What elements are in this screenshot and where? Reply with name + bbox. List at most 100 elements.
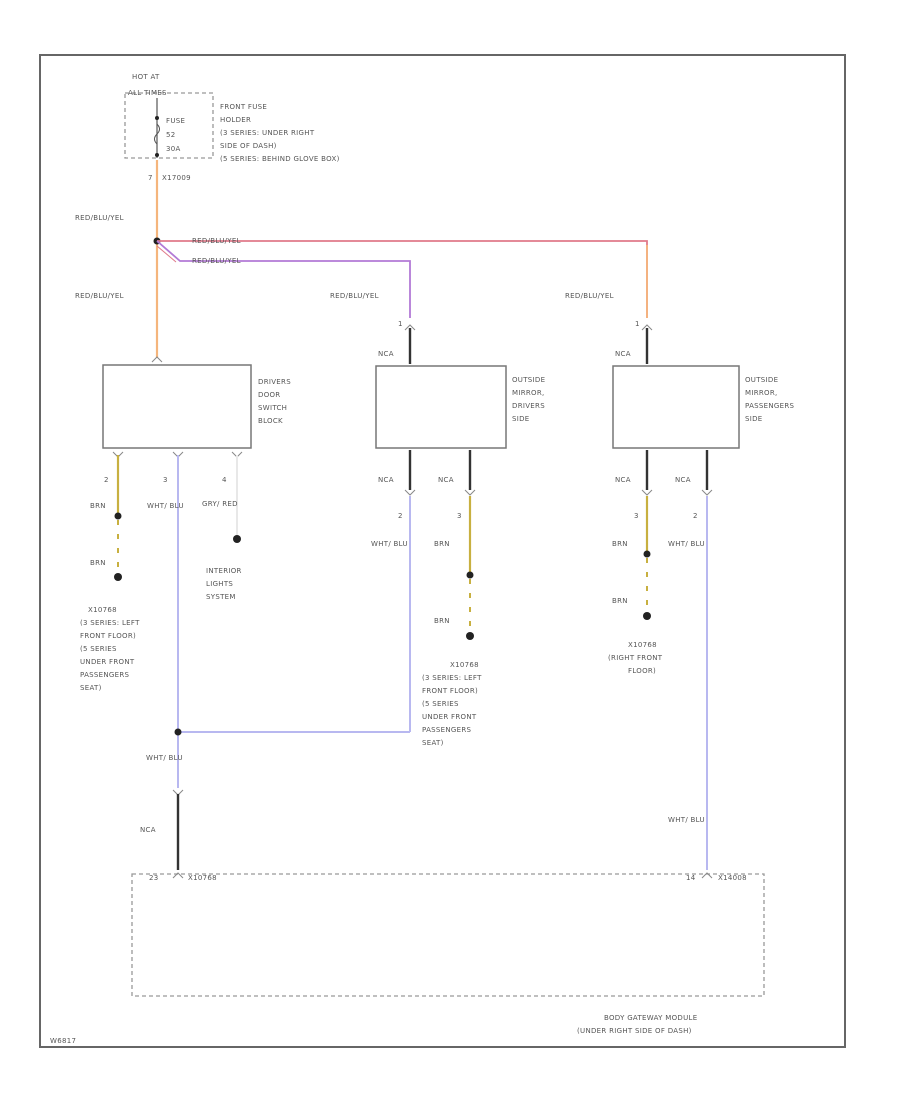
body-gateway-module: 23 X10768 14 X14008 BODY GATEWAY MODULE … — [131, 872, 765, 1035]
fuse-holder-outline — [124, 92, 214, 159]
feed-wire-driver-mirror — [156, 240, 411, 318]
fuse-connector-id: X17009 — [162, 174, 191, 182]
mirror-pass-brn-2: BRN — [612, 597, 628, 605]
ground-left-line-6: PASSENGERS — [80, 671, 130, 679]
mirror-pass-brn-1: BRN — [612, 540, 628, 548]
body-module-outline — [131, 873, 765, 997]
mirror-drv-label-4: SIDE — [512, 415, 530, 423]
door-switch-label-1: DRIVERS — [258, 378, 291, 386]
ground-middle: X10768 (3 SERIES: LEFT FRONT FLOOR) (5 S… — [422, 661, 482, 747]
feed-wires — [153, 160, 648, 358]
mirror-pass-label-3: PASSENGERS — [745, 402, 795, 410]
interior-lights-label-1: INTERIOR — [206, 567, 242, 575]
ground-mid-line-4: (5 SERIES — [422, 700, 459, 708]
ground-mid-line-3: FRONT FLOOR) — [422, 687, 478, 695]
ground-mid-line-5: UNDER FRONT — [422, 713, 477, 721]
door-pin-2: 2 — [104, 476, 109, 484]
mirror-drv-brn-1: BRN — [434, 540, 450, 548]
mirror-pass-left-nca: NCA — [615, 476, 631, 484]
ground-mid-line-1: X10768 — [450, 661, 479, 669]
fuse-all-times-label: ALL TIMES — [128, 89, 167, 97]
ground-right-line-2: (RIGHT FRONT — [608, 654, 663, 662]
mirror-drv-brn-2: BRN — [434, 617, 450, 625]
ground-left-line-3: FRONT FLOOR) — [80, 632, 136, 640]
ground-left-line-4: (5 SERIES — [80, 645, 117, 653]
ground-mid-line-6: PASSENGERS — [422, 726, 472, 734]
mirror-drv-label-3: DRIVERS — [512, 402, 545, 410]
fuse-hot-at-label: HOT AT — [132, 73, 160, 81]
fuse-word-label: FUSE — [166, 117, 185, 125]
mirror-drv-pin-2: 2 — [398, 512, 403, 520]
mirror-pass-pin-3: 3 — [634, 512, 639, 520]
mirror-drv-top-nca: NCA — [378, 350, 394, 358]
mirror-passenger-box — [612, 365, 740, 449]
ground-left-line-5: UNDER FRONT — [80, 658, 135, 666]
module-label-1: BODY GATEWAY MODULE — [604, 1014, 697, 1022]
ground-left-line-1: X10768 — [88, 606, 117, 614]
mirror-pass-label-4: SIDE — [745, 415, 763, 423]
mirror-driver-box — [375, 365, 507, 449]
ground-mid-line-7: SEAT) — [422, 739, 444, 747]
door-pin-3: 3 — [163, 476, 168, 484]
wht-blu-junction: WHT/ BLU NCA — [140, 728, 410, 870]
door-wire-brn-1: BRN — [90, 502, 106, 510]
mirror-pass-top-pin: 1 — [635, 320, 640, 328]
fuse-desc-line-5: (5 SERIES: BEHIND GLOVE BOX) — [220, 155, 340, 163]
ground-right-line-1: X10768 — [628, 641, 657, 649]
mirror-drv-label-2: MIRROR, — [512, 389, 545, 397]
mirror-drv-left-nca: NCA — [378, 476, 394, 484]
wire-label-feed-door: RED/BLU/YEL — [75, 292, 124, 300]
fuse-block: HOT AT ALL TIMES FUSE 52 30A FRONT FUSE … — [124, 73, 340, 182]
wire-label-feed-pass: RED/BLU/YEL — [192, 237, 241, 245]
fuse-connector-pin: 7 — [148, 174, 153, 182]
interior-lights-node — [233, 535, 241, 543]
mirror-drv-right-nca: NCA — [438, 476, 454, 484]
module-conn-right: X14008 — [718, 874, 747, 882]
mirror-pass-label-2: MIRROR, — [745, 389, 778, 397]
mirror-drv-label-1: OUTSIDE — [512, 376, 545, 384]
door-wire-wht-1: WHT/ BLU — [147, 502, 184, 510]
fuse-desc-line-4: SIDE OF DASH) — [220, 142, 277, 150]
ground-right-line-3: FLOOR) — [628, 667, 656, 675]
module-conn-left: X10768 — [188, 874, 217, 882]
diagram-frame — [39, 54, 846, 1048]
wire-label-mirror-drv-in: RED/BLU/YEL — [330, 292, 379, 300]
door-switch-box — [102, 364, 252, 449]
mirror-drv-wht-1: WHT/ BLU — [371, 540, 408, 548]
ground-left: X10768 (3 SERIES: LEFT FRONT FLOOR) (5 S… — [80, 606, 140, 692]
mirror-drv-top-pin: 1 — [398, 320, 403, 328]
fuse-desc-line-3: (3 SERIES: UNDER RIGHT — [220, 129, 315, 137]
fuse-desc-line-1: FRONT FUSE — [220, 103, 267, 111]
mirror-passenger-block: 1 NCA OUTSIDE MIRROR, PASSENGERS SIDE NC… — [612, 320, 795, 870]
ground-left-line-2: (3 SERIES: LEFT — [80, 619, 140, 627]
junction-nca-label: NCA — [140, 826, 156, 834]
ground-right: X10768 (RIGHT FRONT FLOOR) — [608, 641, 663, 675]
module-label-2: (UNDER RIGHT SIDE OF DASH) — [577, 1027, 692, 1035]
module-pin-right: 14 — [686, 874, 696, 882]
junction-wht-label: WHT/ BLU — [146, 754, 183, 762]
door-switch-block: DRIVERS DOOR SWITCH BLOCK 2 BRN BRN 3 WH… — [90, 356, 291, 788]
mirror-pass-wht-2: WHT/ BLU — [668, 816, 705, 824]
mirror-pass-top-nca: NCA — [615, 350, 631, 358]
mirror-pass-label-1: OUTSIDE — [745, 376, 778, 384]
ground-point-door — [114, 573, 122, 581]
door-wire-brn-2: BRN — [90, 559, 106, 567]
interior-lights-label-3: SYSTEM — [206, 593, 236, 601]
feed-wire-passenger-mirror — [157, 240, 648, 318]
interior-lights-label-2: LIGHTS — [206, 580, 233, 588]
mirror-pass-right-nca: NCA — [675, 476, 691, 484]
footer-code: W6817 — [50, 1037, 76, 1045]
door-switch-label-2: DOOR — [258, 391, 280, 399]
fuse-amp-label: 30A — [166, 145, 181, 153]
wire-label-feed-top: RED/BLU/YEL — [75, 214, 124, 222]
door-switch-label-3: SWITCH — [258, 404, 287, 412]
door-switch-label-4: BLOCK — [258, 417, 283, 425]
fuse-number-label: 52 — [166, 131, 176, 139]
fuse-desc-line-2: HOLDER — [220, 116, 251, 124]
ground-point-mirror-drv — [466, 632, 474, 640]
module-pin-left: 23 — [149, 874, 159, 882]
wire-label-mirror-pass-in: RED/BLU/YEL — [565, 292, 614, 300]
mirror-pass-pin-2: 2 — [693, 512, 698, 520]
mirror-driver-block: 1 NCA OUTSIDE MIRROR, DRIVERS SIDE NCA 2… — [371, 320, 545, 732]
